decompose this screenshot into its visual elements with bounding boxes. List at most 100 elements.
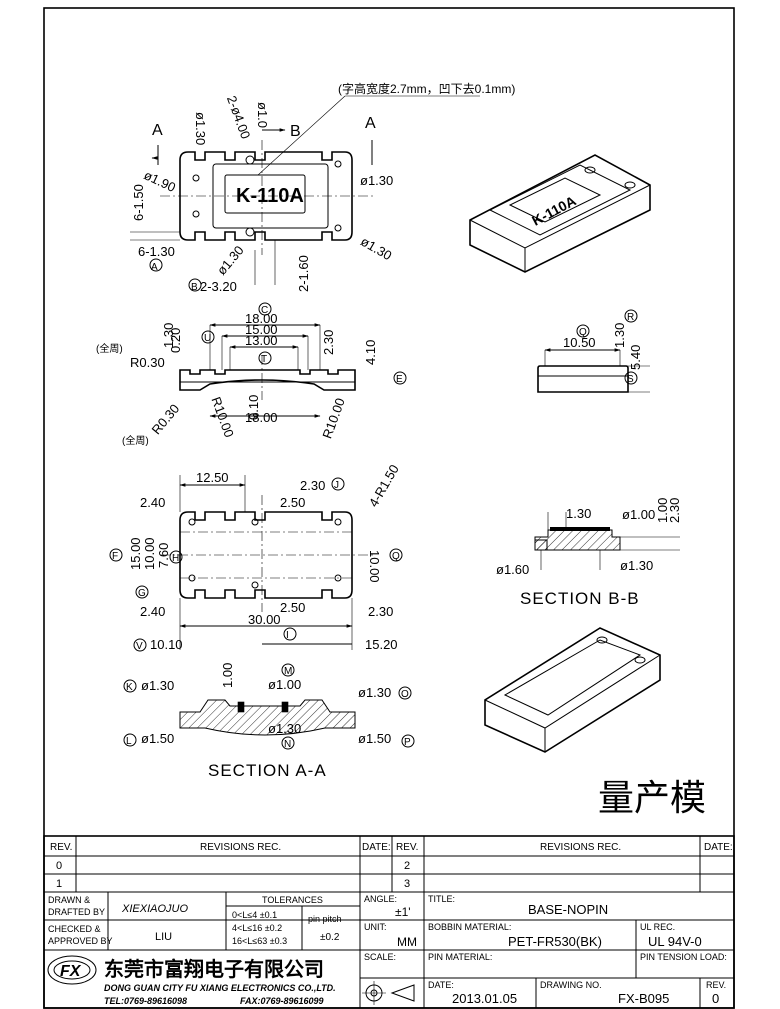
callout-i: I [286, 630, 289, 641]
pin-material-label: PIN MATERIAL: [428, 952, 492, 962]
unit-value: MM [397, 935, 417, 949]
marking-note: (字高宽度2.7mm，凹下去0.1mm) [338, 81, 515, 96]
logo-text: FX [60, 963, 82, 980]
dim-bottom-230-top: 2.30 [300, 478, 325, 493]
iso-view-bottom [484, 627, 661, 753]
dim-aa-d100: ø1.00 [268, 677, 301, 692]
tol-row-1: 0<L≤4 ±0.1 [232, 910, 277, 920]
section-a-left-label: A [152, 122, 163, 139]
company-fax: FAX:0769-89616099 [240, 996, 324, 1006]
pin-pitch-value: ±0.2 [320, 932, 340, 943]
callout-a: A [151, 262, 158, 273]
callout-v: V [136, 641, 143, 652]
drawing-no-value: FX-B095 [618, 991, 669, 1006]
checked-label-2: APPROVED BY [48, 936, 113, 946]
dim-bottom-240-top: 2.40 [140, 495, 165, 510]
callout-g: G [138, 588, 146, 599]
title-block: REV. REVISIONS REC. DATE: REV. REVISIONS… [43, 835, 735, 1009]
callout-q-bottom: Q [392, 551, 400, 562]
dim-d130-right: ø1.30 [360, 173, 393, 188]
dim-side-130: 1.30 [612, 323, 627, 348]
dim-2xd400: 2-ø4.00 [224, 94, 253, 141]
rev-row-3: 3 [404, 878, 410, 890]
callout-f: F [112, 551, 118, 562]
iso-view-top: K-110A [469, 154, 651, 273]
callout-j: J [334, 480, 339, 491]
dim-front-r030-top: R0.30 [130, 355, 165, 370]
dim-front-020: 0.20 [168, 328, 183, 353]
dim-side-540: 5.40 [628, 345, 643, 370]
bobbin-material-label: BOBBIN MATERIAL: [428, 922, 511, 932]
dim-front-230: 2.30 [321, 330, 336, 355]
dim-aa-d150-l: ø1.50 [141, 731, 174, 746]
angle-label: ANGLE: [364, 894, 397, 904]
drawing-no-label: DRAWING NO. [540, 980, 602, 990]
section-bb: 1.30 ø1.00 1.00 2.30 ø1.60 ø1.30 SECTION… [496, 498, 682, 608]
dim-aa-d150-r: ø1.50 [358, 731, 391, 746]
rev-header-left: REV. [50, 842, 72, 853]
rev-row-1: 1 [56, 878, 62, 890]
part-marking-text: K-110A [236, 185, 304, 207]
production-label: 量产模 [598, 777, 706, 818]
company-logo: FX [47, 955, 97, 985]
checked-label-1: CHECKED & [48, 924, 101, 934]
tolerances-header: TOLERANCES [262, 895, 323, 905]
pin-tension-label: PIN TENSION LOAD: [640, 952, 727, 962]
dim-side-1050: 10.50 [563, 335, 596, 350]
tol-row-2: 4<L≤16 ±0.2 [232, 923, 282, 933]
company-name-en: DONG GUAN CITY FU XIANG ELECTRONICS CO.,… [104, 983, 336, 993]
date-header-right: DATE: [704, 842, 733, 853]
dim-bottom-1520: 15.20 [365, 637, 398, 652]
scale-label: SCALE: [364, 952, 396, 962]
dim-aa-d130-tl: ø1.30 [141, 678, 174, 693]
unit-label: UNIT: [364, 922, 387, 932]
dim-bb-230: 2.30 [667, 498, 682, 523]
callout-m: M [284, 666, 292, 677]
front-view: 18.00 15.00 13.00 1.30 0.20 2.30 4.10 0.… [96, 302, 407, 447]
side-view: 10.50 1.30 5.40 Q R S [537, 309, 650, 393]
drawn-label-1: DRAWN & [48, 895, 90, 905]
section-bb-title: SECTION B-B [520, 589, 640, 608]
dim-d190: ø1.90 [142, 167, 178, 195]
dim-d130-bottom: ø1.30 [214, 243, 247, 278]
tol-row-3: 16<L≤63 ±0.3 [232, 936, 287, 946]
company-tel: TEL:0769-89616098 [104, 996, 187, 1006]
dim-bb-d130: ø1.30 [620, 558, 653, 573]
rev-header-right: REV. [396, 842, 418, 853]
callout-s-side: S [627, 374, 634, 385]
date-header-left: DATE: [362, 842, 391, 853]
pin-pitch-label: pin pitch [308, 914, 342, 924]
dim-bb-130: 1.30 [566, 506, 591, 521]
all-around-bottom: (全周) [122, 434, 149, 447]
dim-bottom-4xr150: 4-R1.50 [366, 462, 402, 510]
dim-bb-d100: ø1.00 [622, 507, 655, 522]
bottom-view: 12.50 2.40 2.50 2.30 4-R1.50 15.00 10.00… [109, 462, 403, 652]
dim-front-1500: 15.00 [245, 322, 278, 337]
dim-bottom-760: 7.60 [156, 543, 171, 568]
dim-bottom-1500: 15.00 [128, 537, 143, 570]
callout-n: N [284, 739, 291, 750]
callout-r-side: R [627, 312, 634, 323]
revisions-header-right: REVISIONS REC. [540, 842, 621, 853]
dim-front-1800-bottom: 18.00 [245, 410, 278, 425]
callout-c: C [261, 305, 268, 316]
dim-bottom-1010: 10.10 [150, 637, 183, 652]
callout-t: T [261, 354, 267, 365]
revisions-header-left: REVISIONS REC. [200, 842, 281, 853]
callout-q-side: Q [579, 327, 587, 338]
dim-bottom-1000-right: 10.00 [367, 550, 382, 583]
projection-symbol-icon [362, 981, 415, 1005]
section-aa: 1.00 ø1.00 ø1.30 ø1.30 ø1.50 ø1.30 ø1.50… [123, 663, 415, 780]
dim-front-1300: 13.00 [245, 333, 278, 348]
dim-bottom-250-top: 2.50 [280, 495, 305, 510]
dim-6x130: 6-1.30 [138, 244, 175, 259]
dim-front-410: 4.10 [363, 340, 378, 365]
drawn-value: XIEXIAOJUO [121, 903, 188, 915]
ul-rec-value: UL 94V-0 [648, 934, 702, 949]
callout-p: P [404, 737, 411, 748]
dim-bb-d160: ø1.60 [496, 562, 529, 577]
callout-u: U [204, 333, 211, 344]
dim-bottom-230-bottom: 2.30 [368, 604, 393, 619]
callout-b: B [191, 282, 198, 293]
title-value: BASE-NOPIN [528, 902, 608, 917]
